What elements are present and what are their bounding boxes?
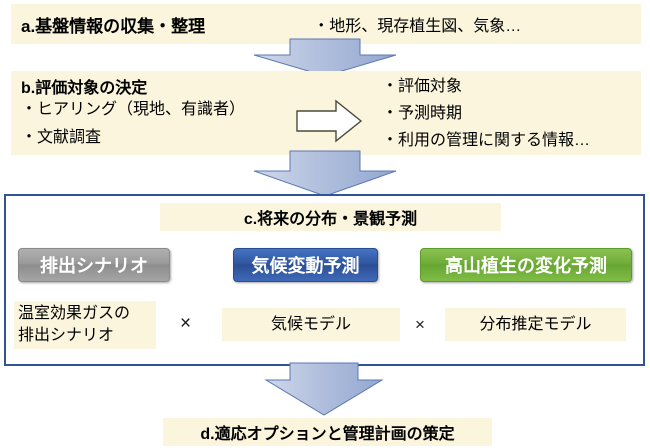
arrow-a-to-b (253, 38, 397, 77)
formula-term-climate-model: 気候モデル (222, 308, 400, 341)
stage-b-right-list: ・評価対象 ・予測時期 ・利用の管理に関する情報… (382, 73, 590, 154)
formula-operator-1: × (180, 313, 192, 334)
formula-operator-2: × (415, 315, 425, 334)
pill-climate-projection[interactable]: 気候変動予測 (233, 248, 378, 282)
stage-c-title-box: c.将来の分布・景観予測 (160, 203, 501, 231)
arrow-c-to-d (264, 362, 384, 416)
arrow-b-to-c (253, 150, 397, 197)
formula-term-emission-scenario: 温室効果ガスの 排出シナリオ (14, 301, 156, 349)
stage-a-title: a.基盤情報の収集・整理 (21, 16, 206, 36)
pill-emission-scenario[interactable]: 排出シナリオ (18, 248, 170, 282)
stage-b-left-list: ・ヒアリング（現地、有識者） ・文献調査 (21, 96, 245, 152)
stage-b-panel: b.評価対象の決定 ・ヒアリング（現地、有識者） ・文献調査 ・評価対象 ・予測… (11, 71, 641, 155)
stage-a-detail: ・地形、現存植生図、気象… (313, 18, 522, 35)
stage-b-left-item-2: ・文献調査 (21, 129, 102, 146)
stage-b-title: b.評価対象の決定 (21, 80, 148, 97)
stage-d-title: d.適応オプションと管理計画の策定 (200, 426, 455, 443)
stage-a-panel: a.基盤情報の収集・整理 ・地形、現存植生図、気象… (11, 4, 641, 44)
stage-c-title: c.将来の分布・景観予測 (243, 211, 418, 228)
stage-b-right-item-2: ・予測時期 (382, 105, 463, 122)
stage-b-right-item-3: ・利用の管理に関する情報… (382, 132, 591, 149)
pill-alpine-vegetation-change[interactable]: 高山植生の変化予測 (420, 248, 632, 282)
hollow-right-arrow-icon (296, 99, 363, 143)
stage-b-left-item-1: ・ヒアリング（現地、有識者） (21, 101, 246, 118)
stage-b-right-item-1: ・評価対象 (382, 78, 463, 95)
formula-term-distribution-model: 分布推定モデル (445, 308, 626, 341)
stage-d-panel: d.適応オプションと管理計画の策定 (163, 418, 492, 446)
